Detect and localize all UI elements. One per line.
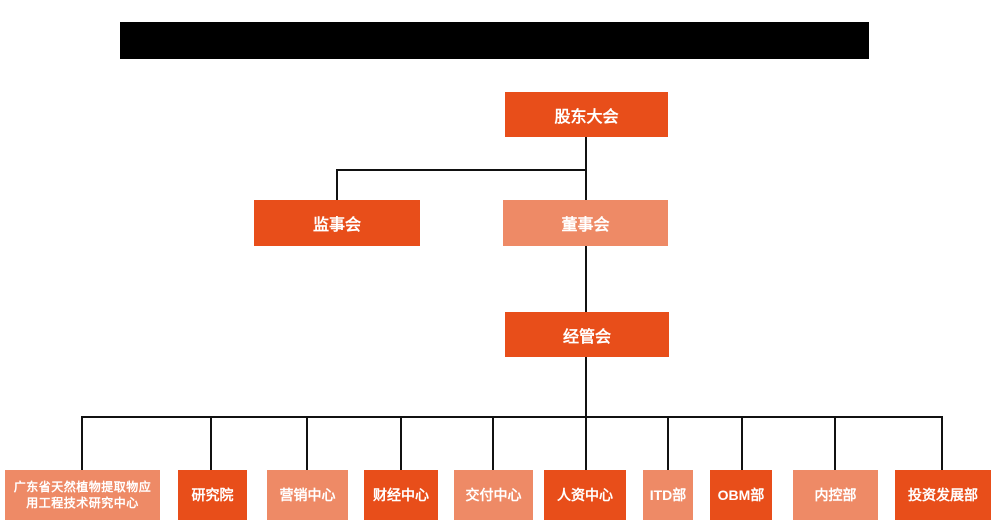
connector-departments-horizontal [82,416,943,418]
node-dept-research-center: 广东省天然植物提取物应用工程技术研究中心 [5,470,160,520]
connector-top-vertical [585,137,587,200]
node-label: 交付中心 [465,487,522,503]
node-label: 财经中心 [373,487,429,503]
node-label: 股东大会 [554,108,619,126]
node-label: 董事会 [561,217,610,234]
connector-drop-8 [741,416,743,470]
node-shareholders-meeting: 股东大会 [505,92,668,137]
connector-drop-9 [834,416,836,470]
connector-drop-4 [400,416,402,470]
node-management-committee: 经管会 [505,312,669,357]
node-dept-obm: OBM部 [710,470,772,520]
connector-drop-1 [81,416,83,470]
connector-drop-2 [210,416,212,470]
connector-supervisory-drop [336,169,338,200]
node-dept-finance-center: 财经中心 [364,470,438,520]
connector-level2-horizontal [336,169,587,171]
node-dept-marketing-center: 营销中心 [267,470,348,520]
node-label: 监事会 [312,217,361,234]
node-label: ITD部 [649,487,687,503]
node-label: 投资发展部 [908,487,978,503]
node-dept-internal-control: 内控部 [793,470,878,520]
node-label: 营销中心 [279,487,336,503]
connector-drop-7 [667,416,669,470]
node-board-of-directors: 董事会 [503,200,668,246]
connector-drop-5 [492,416,494,470]
node-dept-hr-center: 人资中心 [544,470,626,520]
node-label: 经管会 [562,328,611,346]
node-label: 研究院 [191,487,234,503]
node-dept-delivery-center: 交付中心 [454,470,533,520]
node-dept-research-institute: 研究院 [178,470,247,520]
connector-drop-10 [941,416,943,470]
node-label: 人资中心 [557,487,613,503]
node-label: OBM部 [717,487,765,503]
node-label: 广东省天然植物提取物应用工程技术研究中心 [13,479,152,510]
connector-management-vertical [585,357,587,470]
node-label: 内控部 [814,487,857,503]
node-dept-investment-development: 投资发展部 [895,470,991,520]
connector-drop-3 [306,416,308,470]
node-supervisory-board: 监事会 [254,200,420,246]
redacted-title-bar [120,22,869,59]
connector-board-to-management [585,246,587,312]
node-dept-itd: ITD部 [643,470,693,520]
